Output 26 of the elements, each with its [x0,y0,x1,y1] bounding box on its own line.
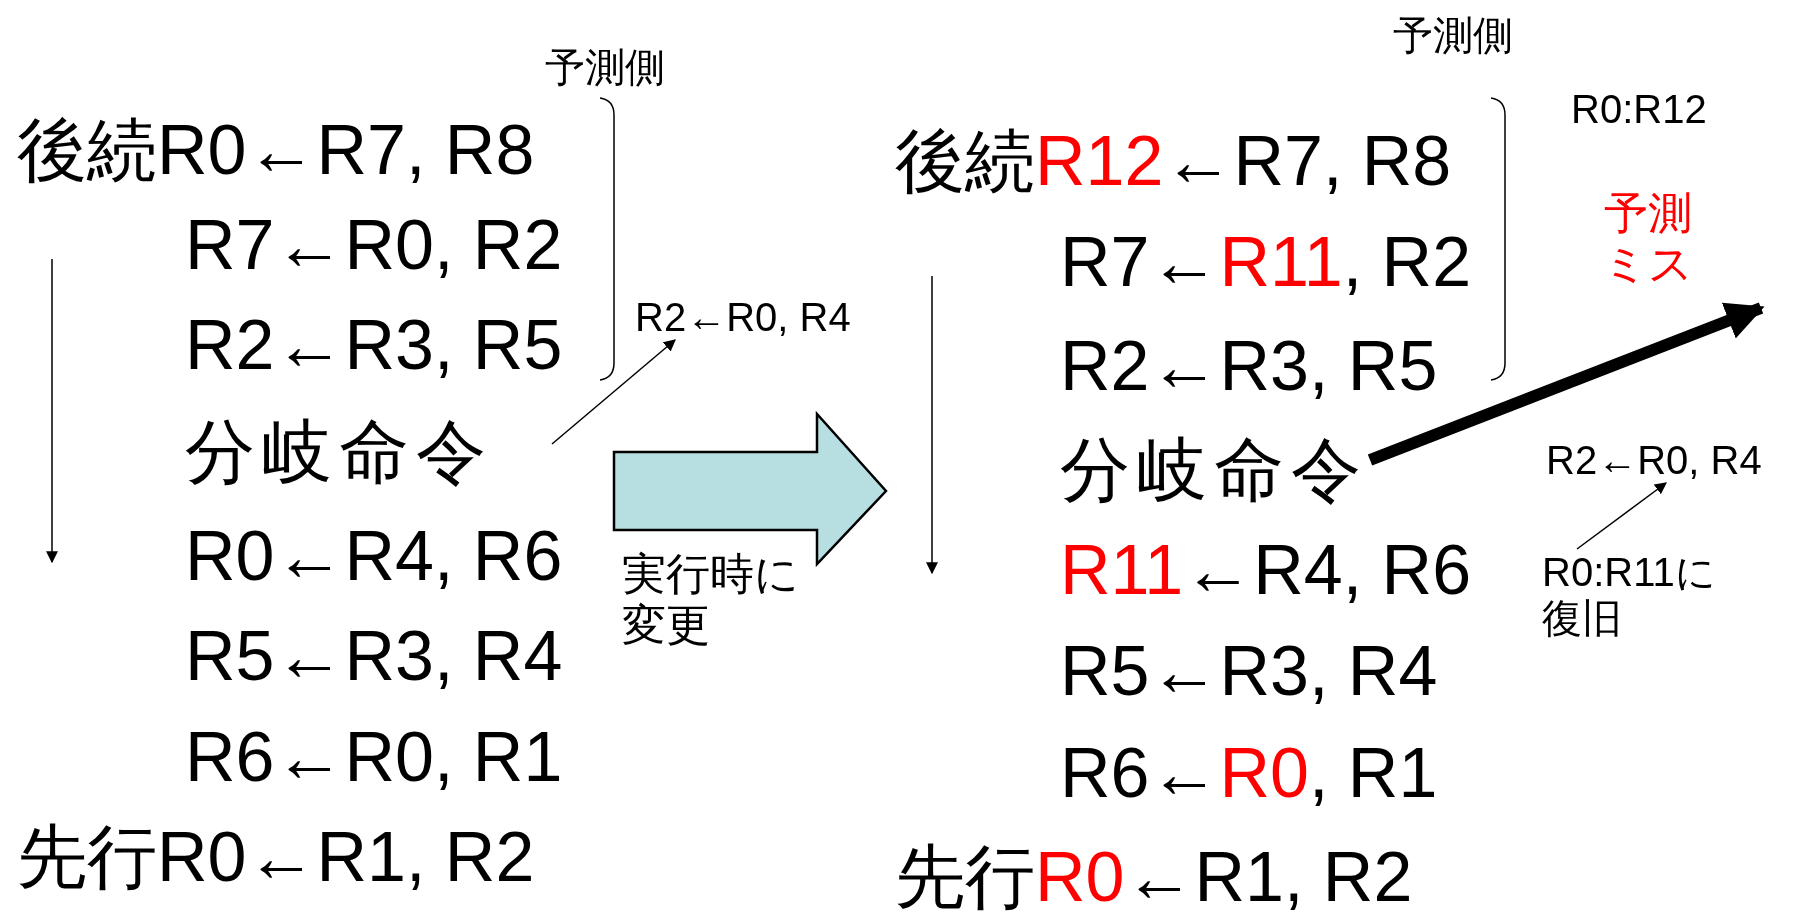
instruction-text: R2←R3, R5 [185,304,563,386]
instruction-text: 先行R0←R1, R2 [895,836,1413,918]
instruction-text: R7←R0, R2 [185,204,563,286]
note-text: R2←R0, R4 [635,294,851,340]
recovery-note: R0:R11に復旧 [1542,549,1732,641]
instruction-text: 先行R0←R1, R2 [17,816,535,898]
instruction-text: R6←R0, R1 [185,716,563,798]
arrow [551,339,676,445]
branch-instruction-text: 分岐命令 [1060,429,1368,511]
instruction-text: R2←R3, R5 [1060,325,1438,407]
thick-arrow [1367,302,1765,466]
instruction-text: R6←R0, R1 [1060,732,1438,814]
instruction-text: R5←R3, R4 [1060,630,1438,712]
side-label: 予測側 [1393,12,1513,58]
instruction-text: R0←R4, R6 [185,515,563,597]
mapping-label: R0:R12 [1571,86,1707,132]
instruction-text: R5←R3, R4 [185,615,563,697]
branch-instruction-text: 分岐命令 [185,412,555,492]
side-label: 予測側 [545,44,665,90]
instruction-text: R7←R11, R2 [1060,221,1472,303]
arrow [1576,482,1667,550]
instruction-text: 後続R0←R7, R8 [17,109,535,191]
arrow-caption: 実行時に変更 [622,549,800,651]
instruction-text: R11←R4, R6 [1060,529,1472,611]
note-text: R2←R0, R4 [1546,437,1762,483]
instruction-text: 後続R12←R7, R8 [895,120,1452,202]
